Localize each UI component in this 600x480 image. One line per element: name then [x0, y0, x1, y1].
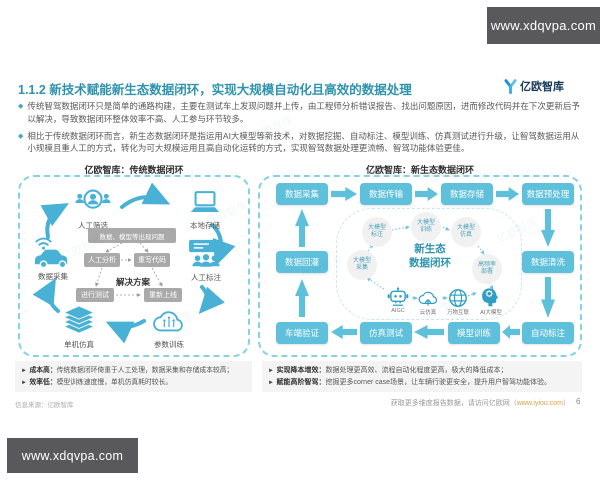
node-param-train: 参数训练: [154, 340, 184, 349]
footer-cta: 获取更多维度报告数据，请访问亿欧网（www.iyiou.com）: [320, 398, 570, 408]
flow-data-collect: 数据采集: [276, 183, 328, 205]
node-single-sim: 单机仿真: [64, 340, 94, 349]
note-line: ► 实现降本增效： 数据处理更高效、流程自动化程度更高，极大的降低成本；: [268, 366, 576, 375]
right-panel-notes: ► 实现降本增效： 数据处理更高效、流程自动化程度更高，极大的降低成本； ► 赋…: [262, 361, 582, 392]
site-url-text: www.xdqvpa.com: [21, 448, 124, 463]
left-panel-frame: [18, 175, 250, 357]
cloud-circuit-icon: [150, 308, 188, 336]
note-line: ► 赋能高阶智驾： 挖掘更多corner case场景，让车辆行驶更安全，提升用…: [268, 378, 576, 387]
right-panel-title: 亿欧智库：新生态数据闭环: [365, 165, 474, 175]
inner-loop-frame: [336, 208, 522, 320]
node-manual-filter: 人工筛选: [78, 221, 108, 230]
brand-logo: 亿欧智库: [503, 78, 564, 94]
flow-sim-test: 仿真测试: [360, 322, 412, 344]
page-title: 1.1.2 新技术赋能新生态数据闭环，实现大规模自动化且高效的数据处理: [18, 83, 412, 97]
flow-model-train: 模型训练: [448, 322, 500, 344]
note-text: 传统数据闭环倚重于人工处理，数据采集和存储成本较高；: [56, 367, 234, 375]
node-data-collect: 数据采集: [38, 272, 68, 281]
bullet-text: 传统智驾数据闭环只是简单的通路构建，主要在测试车上发现问题并上传，由工程师分析错…: [27, 101, 580, 124]
bullet-text: 相比于传统数据闭环而言，新生态数据闭环是指运用AI大模型等新技术，对数据挖掘、自…: [27, 130, 580, 154]
node-manual-analysis: 人工分析: [84, 253, 120, 267]
tech-label-cloud-sim: 云仿真: [419, 310, 437, 316]
node-run-test: 进行测试: [76, 288, 114, 302]
cloud-upload-icon: [417, 290, 439, 307]
page-number: 6: [576, 397, 581, 406]
logo-y-icon: [503, 78, 518, 94]
right-panel-frame: [258, 175, 582, 357]
note-text: 挖掘更多corner case场景，让车辆行驶更安全，提升用户智驾功能体验。: [325, 378, 552, 386]
inner-loop-title: 新生态 数据闭环: [386, 243, 474, 270]
tech-label-iot: 万物互联: [446, 310, 469, 316]
globe-icon: [448, 288, 468, 308]
diamond-bullet-icon: ◆: [18, 103, 24, 110]
source-note: 信息来源：亿欧智库: [15, 402, 74, 409]
node-manual-label: 人工标注: [191, 273, 221, 282]
site-watermark-banner-bottom: www.xdqvpa.com: [7, 438, 138, 473]
diamond-bullet-icon: ◆: [18, 132, 24, 140]
node-relaunch: 重新上线: [144, 288, 182, 302]
tech-label-ai-model: AI大模型: [480, 310, 502, 316]
flow-data-backfill: 数据回灌: [276, 251, 328, 273]
flow-auto-label: 自动标注: [522, 322, 574, 344]
circle-llm-train: 大模型训练: [411, 212, 441, 242]
car-wifi-icon: [30, 233, 76, 269]
logo-text: 亿欧智库: [520, 81, 564, 93]
inner-loop-title-line2: 数据闭环: [409, 256, 451, 269]
note-marker-icon: ►: [21, 368, 27, 375]
inner-loop-title-line1: 新生态: [414, 243, 446, 255]
cta-prefix: 获取更多维度报告数据，请访问亿欧网（: [390, 400, 517, 407]
note-marker-icon: ►: [268, 379, 274, 386]
note-marker-icon: ►: [268, 368, 274, 375]
bullet-item: ◆ 传统智驾数据闭环只是简单的通路构建，主要在测试车上发现问题并上传，由工程师分…: [18, 100, 586, 126]
flow-vehicle-verify: 车端验证: [276, 322, 328, 344]
bullet-item: ◆ 相比于传统数据闭环而言，新生态数据闭环是指运用AI大模型等新技术，对数据挖掘…: [18, 130, 586, 156]
head-gear-icon: [478, 285, 502, 307]
flow-data-storage: 数据存储: [441, 183, 493, 205]
note-line: ► 成本高： 传统数据闭环倚重于人工处理，数据采集和存储成本较高；: [21, 366, 246, 375]
node-problem-box: 数据、模型等出现问题: [88, 228, 176, 243]
site-url-text: www.xdqvpa.com: [490, 18, 597, 33]
note-text: 数据处理更高效、流程自动化程度更高，极大的降低成本；: [325, 367, 508, 375]
note-label: 赋能高阶智驾：: [276, 378, 326, 386]
note-label: 成本高：: [29, 367, 57, 375]
tech-label-aigc: AIGC: [391, 308, 405, 314]
flow-data-clean: 数据清洗: [522, 251, 574, 273]
circle-llm-sim: 大模型仿真: [451, 217, 481, 247]
note-text: 模型训练速度慢，单机仿真耗时较长。: [56, 378, 173, 386]
flow-data-preprocess: 数据预处理: [522, 183, 574, 205]
laptop-icon: [188, 189, 222, 216]
note-marker-icon: ►: [21, 379, 27, 386]
layers-icon: [62, 306, 96, 336]
flow-data-transfer: 数据传输: [360, 183, 412, 205]
node-local-storage: 本地存储: [190, 221, 220, 230]
note-label: 实现降本增效：: [276, 367, 326, 375]
node-rewrite-code: 重写代码: [134, 253, 170, 267]
robot-icon: [386, 287, 410, 307]
left-panel-title: 亿欧智库：传统数据闭环: [84, 165, 184, 175]
solution-label: 解决方案: [115, 277, 150, 287]
circle-llm-label: 大模型标注: [362, 217, 392, 247]
iyiou-link[interactable]: www.iyiou.com: [516, 400, 563, 407]
summary-bullets: ◆ 传统智驾数据闭环只是简单的通路构建，主要在测试车上发现问题并上传，由工程师分…: [18, 100, 586, 159]
note-label: 效率低：: [29, 378, 57, 386]
circle-llm-collect: 大模型采集: [347, 250, 377, 280]
left-panel-notes: ► 成本高： 传统数据闭环倚重于人工处理，数据采集和存储成本较高； ► 效率低：…: [15, 361, 252, 392]
circle-freq-deploy: 高频率部署: [472, 254, 502, 284]
cta-suffix: ）: [563, 400, 570, 407]
people-filter-icon: [74, 187, 112, 217]
note-line: ► 效率低： 模型训练速度慢，单机仿真耗时较长。: [21, 378, 246, 387]
board-people-icon: [186, 238, 226, 270]
site-watermark-banner-top: www.xdqvpa.com: [487, 7, 600, 44]
